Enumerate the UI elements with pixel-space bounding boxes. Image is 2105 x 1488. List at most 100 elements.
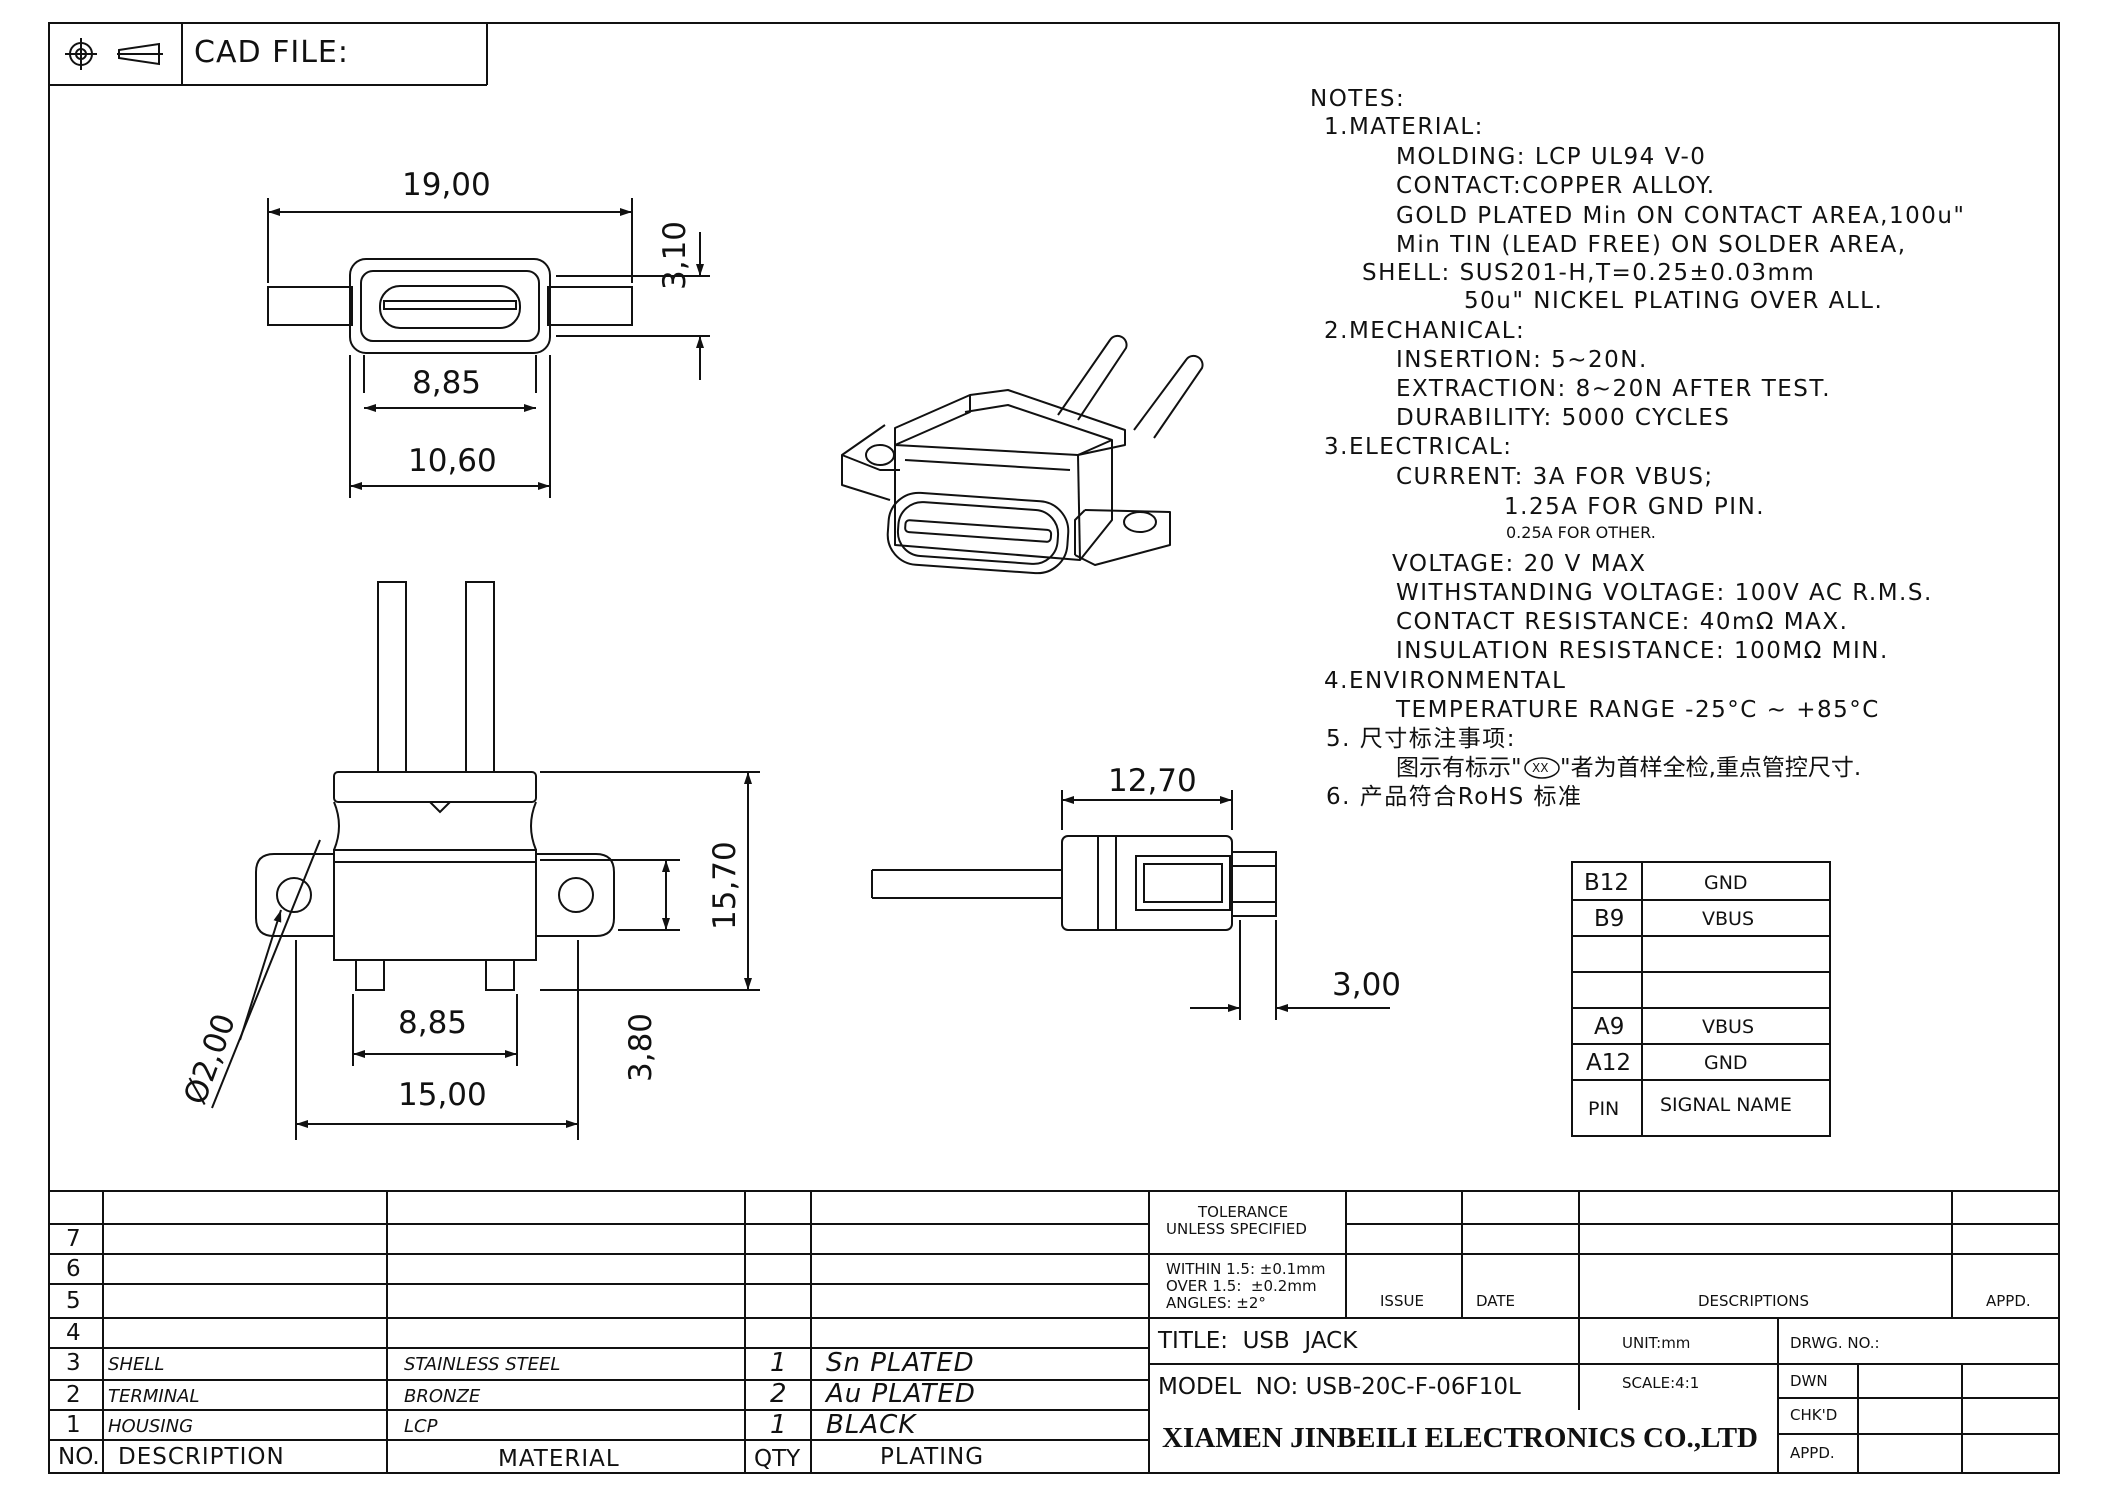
note-line: DURABILITY: 5000 CYCLES (1396, 405, 1731, 431)
bom-description: SHELL (108, 1354, 165, 1375)
tolerance-label: TOLERANCE (1198, 1203, 1289, 1221)
dim-front-offset: 3,80 (623, 1012, 659, 1082)
side-view (871, 790, 1277, 1020)
note-line: 1.MATERIAL: (1324, 114, 1484, 140)
note-line: 4.ENVIRONMENTAL (1324, 668, 1567, 694)
note-line: WITHSTANDING VOLTAGE: 100V AC R.M.S. (1396, 580, 1933, 606)
inspection-mark-icon (1524, 757, 1560, 779)
note-line: VOLTAGE: 20 V MAX (1392, 551, 1647, 577)
bom-row-number: 6 (66, 1256, 81, 1282)
dim-front-overall: 15,00 (398, 1077, 487, 1113)
signal-cell: GND (1704, 1052, 1748, 1074)
front-view (211, 581, 760, 1140)
appd-rev-label: APPD. (1986, 1292, 2031, 1310)
dim-top-width: 19,00 (402, 167, 491, 203)
dim-front-inner: 8,85 (398, 1005, 468, 1041)
bom-description: HOUSING (108, 1416, 194, 1437)
pin-cell: B9 (1594, 906, 1625, 932)
model-number: MODEL NO: USB-20C-F-06F10L (1158, 1374, 1521, 1400)
bom-no: 1 (66, 1412, 81, 1438)
unit-label: UNIT:mm (1622, 1334, 1691, 1352)
pin-table-grid (1571, 861, 1831, 1137)
note-line: CURRENT: 3A FOR VBUS; (1396, 464, 1714, 490)
bom-material: STAINLESS STEEL (404, 1354, 561, 1375)
top-view (267, 198, 710, 498)
tolerance-over: OVER 1.5: ±0.2mm (1166, 1277, 1317, 1295)
note-line: CONTACT:COPPER ALLOY. (1396, 173, 1716, 199)
drawing-title: TITLE: USB JACK (1158, 1328, 1358, 1354)
chkd-label: CHK'D (1790, 1406, 1838, 1424)
projection-symbol-icon (65, 38, 163, 70)
cad-file-label: CAD FILE: (194, 35, 349, 70)
dwn-label: DWN (1790, 1372, 1828, 1390)
note-line: EXTRACTION: 8~20N AFTER TEST. (1396, 376, 1832, 402)
isometric-view (841, 334, 1204, 575)
note-inspection-mark: XX (1532, 761, 1549, 775)
title-block-grid (1149, 1191, 2059, 1473)
note-line: 1.25A FOR GND PIN. (1504, 494, 1766, 520)
note-line: 2.MECHANICAL: (1324, 318, 1526, 344)
bom-material: LCP (404, 1416, 438, 1437)
note-line: INSERTION: 5~20N. (1396, 347, 1648, 373)
dim-side-length: 12,70 (1108, 763, 1197, 799)
bom-row-number: 7 (66, 1226, 81, 1252)
tolerance-within: WITHIN 1.5: ±0.1mm (1166, 1260, 1326, 1278)
tolerance-label: UNLESS SPECIFIED (1166, 1220, 1307, 1238)
bom-plating: BLACK (826, 1410, 917, 1440)
scale-label: SCALE:4:1 (1622, 1374, 1700, 1392)
dim-top-height: 3,10 (657, 220, 693, 290)
bom-row-number: 5 (66, 1288, 81, 1314)
note-line: TEMPERATURE RANGE -25°C ~ +85°C (1396, 697, 1880, 723)
note-line: 5. 尺寸标注事项: (1326, 726, 1517, 752)
signal-cell: VBUS (1702, 1016, 1754, 1038)
descriptions-label: DESCRIPTIONS (1698, 1292, 1810, 1310)
signal-cell: VBUS (1702, 908, 1754, 930)
dim-top-body: 10,60 (408, 443, 497, 479)
note-line: INSULATION RESISTANCE: 100MΩ MIN. (1396, 638, 1889, 664)
bom-header-plating: PLATING (880, 1444, 985, 1470)
note-inspection-pre: 图示有标示" (1396, 755, 1522, 781)
note-line: SHELL: SUS201-H,T=0.25±0.03mm (1362, 260, 1816, 286)
bom-grid (49, 1190, 2059, 1473)
note-inspection-post: "者为首样全检,重点管控尺寸. (1560, 755, 1862, 781)
bom-qty: 1 (770, 1348, 788, 1378)
notes-heading: NOTES: (1310, 86, 1406, 112)
bom-row-number: 4 (66, 1320, 81, 1346)
bom-qty: 1 (770, 1410, 788, 1440)
pin-header: PIN (1588, 1098, 1620, 1120)
bom-header-no: NO. (58, 1444, 100, 1470)
signal-cell: GND (1704, 872, 1748, 894)
dim-side-thickness: 3,00 (1332, 967, 1402, 1003)
signal-header: SIGNAL NAME (1660, 1094, 1792, 1116)
bom-header-material: MATERIAL (498, 1446, 620, 1472)
dim-top-inner: 8,85 (412, 365, 482, 401)
bom-plating: Au PLATED (826, 1379, 976, 1409)
pin-cell: B12 (1584, 870, 1630, 896)
bom-plating: Sn PLATED (826, 1348, 975, 1378)
company-name: XIAMEN JINBEILI ELECTRONICS CO.,LTD (1162, 1422, 1758, 1454)
note-line: 50u" NICKEL PLATING OVER ALL. (1464, 288, 1884, 314)
issue-label: ISSUE (1380, 1292, 1424, 1310)
pin-cell: A12 (1586, 1050, 1632, 1076)
bom-header-description: DESCRIPTION (118, 1444, 285, 1470)
tolerance-angles: ANGLES: ±2° (1166, 1294, 1266, 1312)
dim-front-height: 15,70 (707, 841, 743, 930)
note-line: GOLD PLATED Min ON CONTACT AREA,100u" (1396, 203, 1966, 229)
note-line: Min TIN (LEAD FREE) ON SOLDER AREA, (1396, 232, 1907, 258)
sheet-border (48, 22, 2060, 1474)
note-line: 6. 产品符合RoHS 标准 (1326, 784, 1583, 810)
note-line: MOLDING: LCP UL94 V-0 (1396, 144, 1707, 170)
bom-qty: 2 (770, 1379, 788, 1409)
bom-header-qty: QTY (754, 1446, 801, 1472)
drwg-no-label: DRWG. NO.: (1790, 1334, 1880, 1352)
bom-no: 2 (66, 1382, 81, 1408)
pin-cell: A9 (1594, 1014, 1625, 1040)
bom-material: BRONZE (404, 1386, 481, 1407)
date-label: DATE (1476, 1292, 1516, 1310)
note-line: 3.ELECTRICAL: (1324, 434, 1513, 460)
note-line: 0.25A FOR OTHER. (1506, 523, 1656, 542)
dim-line-front-diameter (239, 909, 282, 1041)
bom-no: 3 (66, 1350, 81, 1376)
note-line: CONTACT RESISTANCE: 40mΩ MAX. (1396, 609, 1849, 635)
